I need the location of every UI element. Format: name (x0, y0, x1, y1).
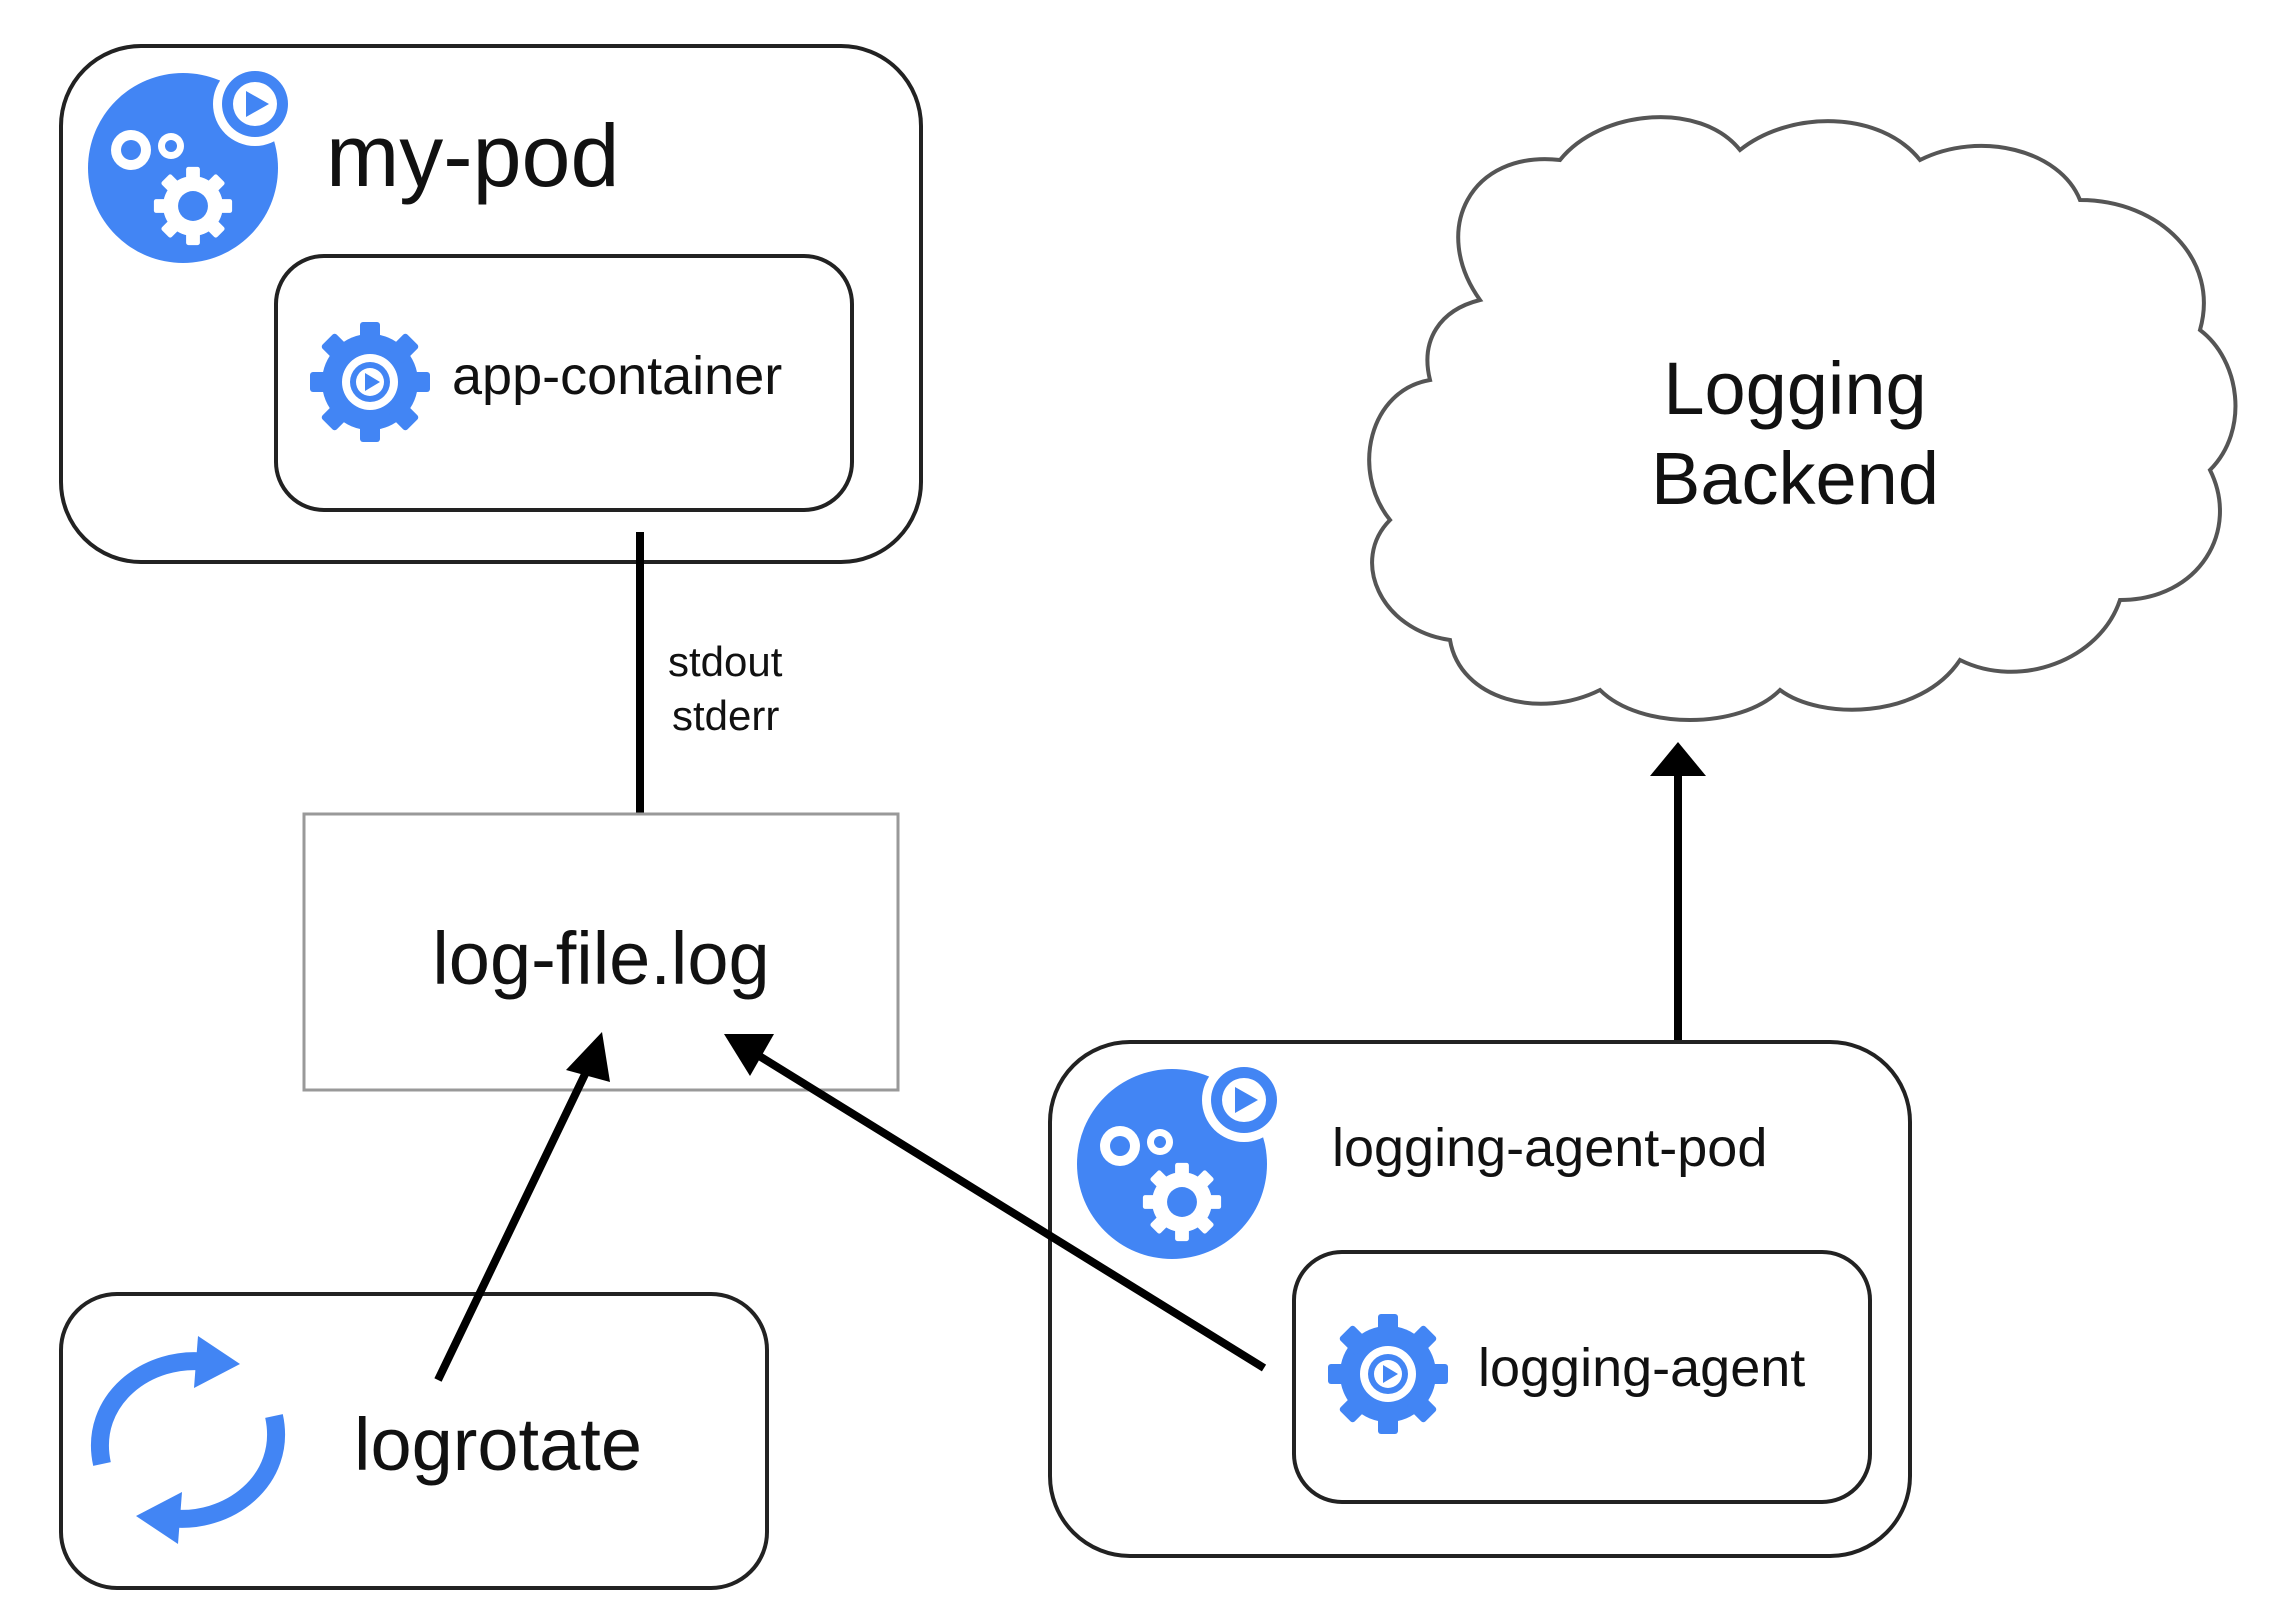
stream-label-stdout: stdout (668, 638, 783, 685)
logging-agent-pod-title: logging-agent-pod (1332, 1118, 1767, 1178)
logging-agent-label: logging-agent (1478, 1338, 1805, 1398)
logging-backend-label-line1: Logging (1663, 347, 1926, 430)
logrotate-label: logrotate (354, 1403, 642, 1486)
agent-to-file-arrow-head (724, 1034, 774, 1076)
app-container-label: app-container (452, 346, 782, 406)
logging-agent-box (1292, 1250, 1872, 1504)
my-pod-title: my-pod (326, 106, 619, 205)
logrotate-to-file-arrow-head (566, 1032, 610, 1082)
log-file-label: log-file.log (432, 917, 769, 1000)
agent-to-file-arrow (753, 1050, 1267, 1372)
logrotate-box (59, 1292, 769, 1590)
logging-backend-label-line2: Backend (1651, 437, 1939, 520)
gear-play-icon (310, 322, 430, 442)
gear-play-icon (1328, 1314, 1448, 1434)
rotate-arrows-icon (91, 1336, 285, 1544)
logrotate-to-file-arrow (434, 1066, 592, 1382)
app-container-box (274, 254, 854, 512)
stream-label-stderr: stderr (672, 692, 779, 739)
backend-agent-arrow-head-up (1650, 742, 1706, 776)
logging-backend-cloud (1367, 115, 2238, 722)
